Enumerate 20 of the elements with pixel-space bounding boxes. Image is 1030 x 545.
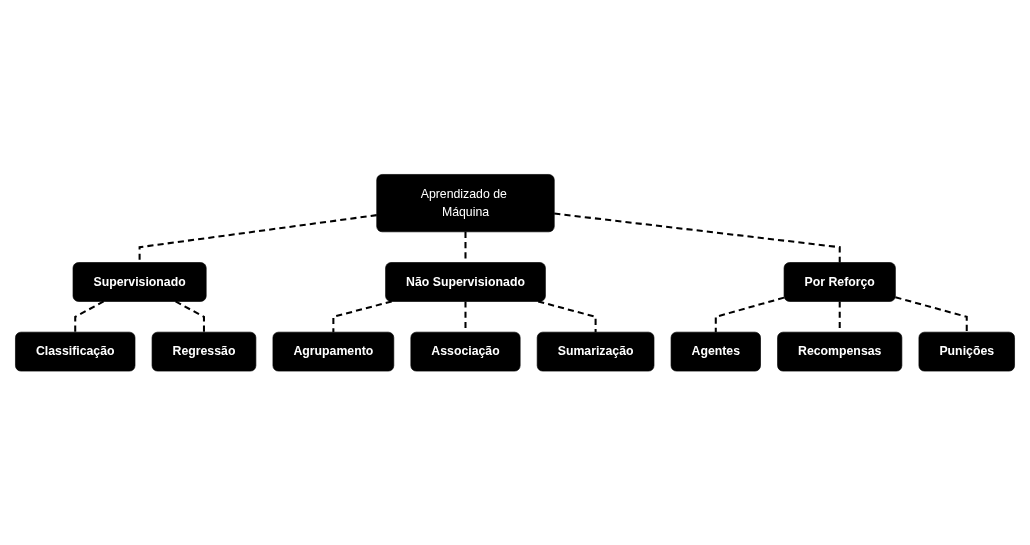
node-box: Recompensas (777, 331, 903, 372)
node-box: Supervisionado (72, 261, 207, 302)
node-box: Classificação (15, 331, 136, 372)
node-box: Associação (410, 331, 521, 372)
node-box: Agentes (670, 331, 761, 372)
connector (175, 300, 205, 332)
node-box: Agrupamento (272, 331, 395, 372)
connector (895, 295, 968, 332)
node-box: Por Reforço (783, 261, 896, 302)
connector (714, 296, 785, 332)
connector (537, 300, 597, 332)
node-box: Aprendizado de Máquina (376, 173, 555, 232)
connector (332, 300, 392, 332)
node-box: Punições (918, 331, 1015, 372)
connector (138, 213, 377, 263)
node-box: Não Supervisionado (385, 261, 546, 302)
connector (74, 300, 105, 332)
node-box: Sumarização (536, 331, 655, 372)
connector (554, 212, 841, 263)
node-box: Regressão (151, 331, 257, 372)
